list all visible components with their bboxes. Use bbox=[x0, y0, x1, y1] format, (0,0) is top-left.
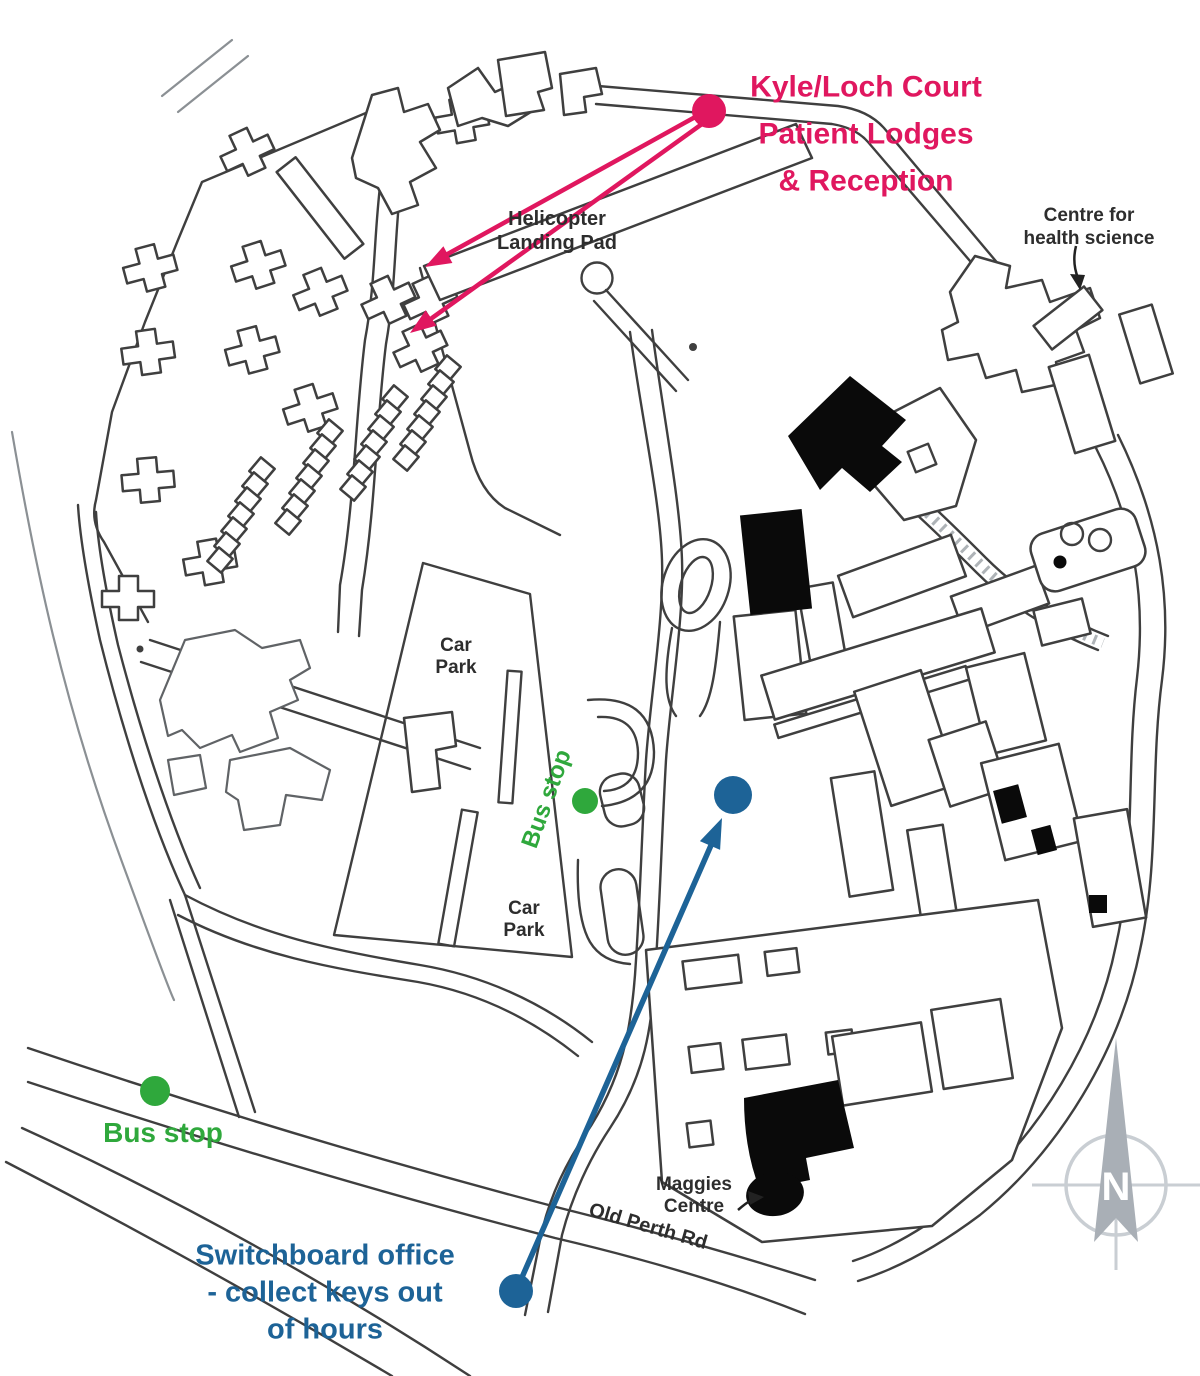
switchboard-label-marker bbox=[499, 1274, 533, 1308]
maggies-centre-label: Maggies Centre bbox=[655, 1174, 733, 1217]
maggies-centre-building bbox=[746, 1171, 804, 1217]
west-buildings bbox=[158, 628, 332, 832]
switchboard-office-marker bbox=[714, 776, 752, 814]
centre-health-science-label: Centre for health science bbox=[1023, 205, 1155, 249]
kyle-loch-court-marker bbox=[692, 94, 726, 128]
car-park bbox=[332, 561, 574, 959]
compass-rose: N bbox=[1032, 1038, 1200, 1270]
light-roads bbox=[10, 38, 250, 1002]
car-park-north-label: Car Park bbox=[435, 635, 477, 678]
helicopter-landing-pad-label: Helicopter Landing Pad bbox=[497, 208, 617, 254]
pink-arrowhead-icon bbox=[410, 310, 437, 333]
kyle-loch-court-label: Kyle/Loch Court Patient Lodges & Recepti… bbox=[750, 70, 982, 198]
switchboard-office-label: Switchboard office - collect keys out of… bbox=[195, 1239, 455, 1346]
compass-north-letter: N bbox=[1102, 1165, 1131, 1209]
centre-for-health-science-building bbox=[940, 254, 1102, 394]
north-needle-icon bbox=[1094, 1038, 1138, 1242]
bus-stop-west-label: Bus stop bbox=[103, 1117, 223, 1148]
maggies-arrowhead-icon bbox=[748, 1191, 764, 1205]
annotations bbox=[140, 94, 1085, 1308]
chs-arrowhead-icon bbox=[1070, 274, 1085, 290]
pink-arrowhead-icon bbox=[425, 246, 453, 267]
bus-area-roads bbox=[576, 537, 732, 966]
hospital-complex bbox=[644, 254, 1175, 1244]
car-park-south-label: Car Park bbox=[503, 898, 545, 941]
blue-arrowhead-icon bbox=[699, 818, 722, 850]
helicopter-landing-pad-shape bbox=[580, 261, 614, 295]
terrace-rows bbox=[206, 354, 462, 574]
bus-stop-west-marker bbox=[140, 1076, 170, 1106]
north-buildings bbox=[275, 50, 814, 302]
bus-stop-central-marker bbox=[572, 788, 598, 814]
